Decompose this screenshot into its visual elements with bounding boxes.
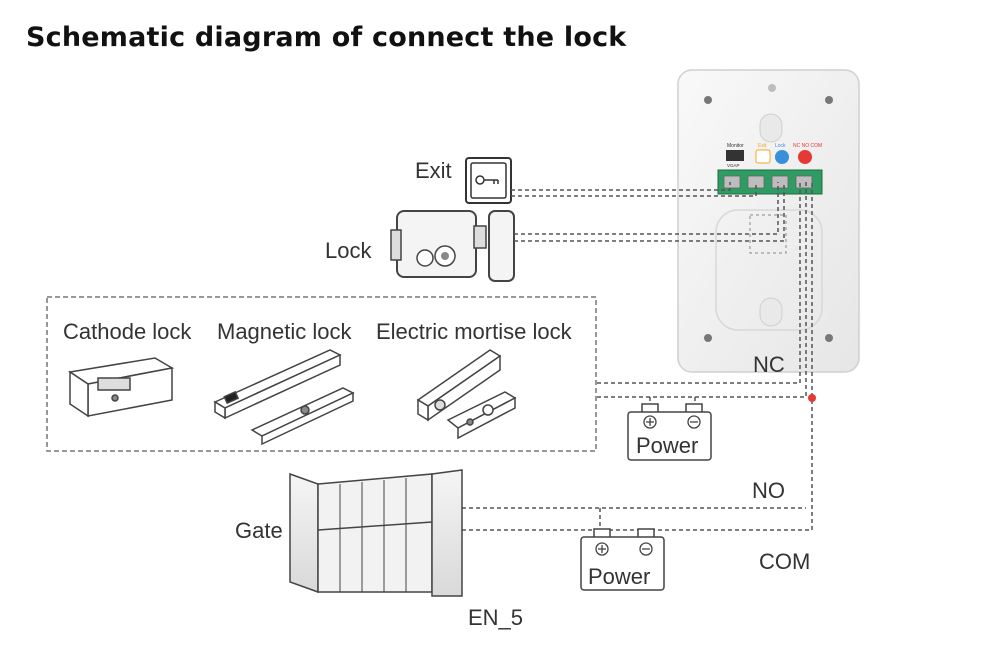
electric-mortise-lock-icon: [416, 349, 517, 440]
cathode-lock-icon: [68, 357, 175, 418]
power-label-2: Power: [588, 564, 651, 589]
exit-badge: [755, 149, 771, 164]
cathode-lock-label: Cathode lock: [63, 319, 192, 344]
magnetic-lock-label: Magnetic lock: [217, 319, 352, 344]
screw-holes: [704, 96, 833, 342]
terminal-label-exit: Exit: [758, 143, 767, 149]
power-battery-icon-1: [627, 403, 712, 461]
wires: [462, 182, 813, 531]
device-panel: Monitor Exit Lock NC NO COM VGAP: [677, 69, 860, 373]
com-label: COM: [759, 549, 811, 574]
junction-dot: [808, 394, 816, 402]
page-title: Schematic diagram of connect the lock: [26, 22, 627, 53]
terminal-label-lock: Lock: [775, 143, 786, 149]
lock-options-box: [46, 296, 597, 452]
monitor-badge: [726, 150, 744, 161]
model-label: EN_5: [468, 605, 524, 630]
monitor-sub-label: VGAP: [727, 163, 740, 168]
terminal-label-relay: NC NO COM: [793, 143, 822, 149]
magnetic-lock-icon: [213, 349, 355, 446]
no-label: NO: [752, 478, 785, 503]
power-battery-icon-2: [580, 528, 665, 591]
gate-icon: [289, 469, 463, 597]
lock-label: Lock: [325, 238, 372, 263]
exit-label: Exit: [415, 158, 452, 183]
power-label-1: Power: [636, 433, 699, 458]
relay-badge: [798, 150, 812, 164]
rim-lock-icon: [390, 210, 515, 282]
gate-label: Gate: [235, 518, 283, 543]
terminal-label-monitor: Monitor: [727, 143, 744, 149]
nc-label: NC: [753, 352, 785, 377]
exit-button-icon: [465, 157, 512, 204]
lock-badge: [775, 150, 789, 164]
electric-mortise-lock-label: Electric mortise lock: [376, 319, 572, 344]
